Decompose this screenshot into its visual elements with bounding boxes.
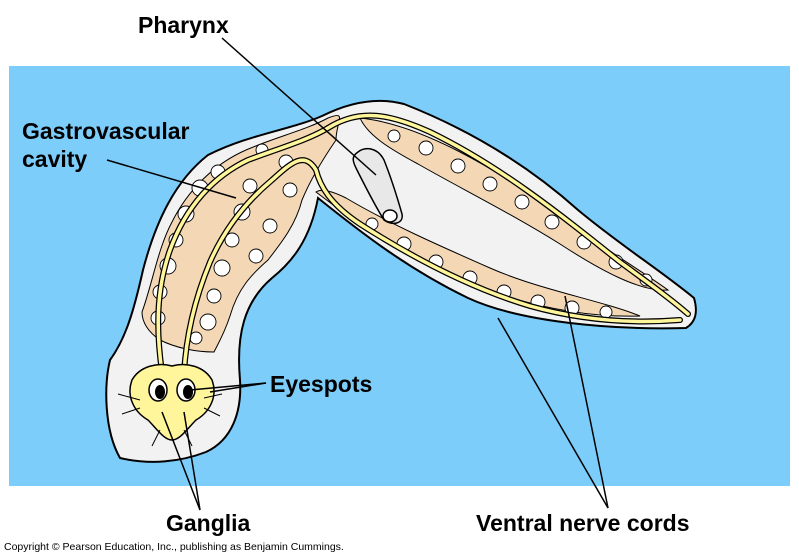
- label-ganglia: Ganglia: [166, 510, 251, 536]
- copyright-notice: Copyright © Pearson Education, Inc., pub…: [4, 541, 344, 553]
- ventral-nerve-cords: [155, 112, 691, 377]
- label-pharynx: Pharynx: [138, 12, 229, 38]
- pharynx: [352, 147, 403, 225]
- ganglia-nerve-branches: [117, 393, 223, 447]
- label-eyespots: Eyespots: [270, 371, 373, 397]
- eyespots: [148, 378, 196, 402]
- gut-diverticula: [150, 129, 653, 345]
- label-gastrovascular-line2: cavity: [22, 146, 88, 172]
- label-ventral-nerve-cords: Ventral nerve cords: [476, 510, 690, 536]
- leader-lines: [106, 37, 609, 511]
- mouth-opening: [382, 209, 398, 223]
- label-gastrovascular-line1: Gastrovascular: [22, 118, 190, 144]
